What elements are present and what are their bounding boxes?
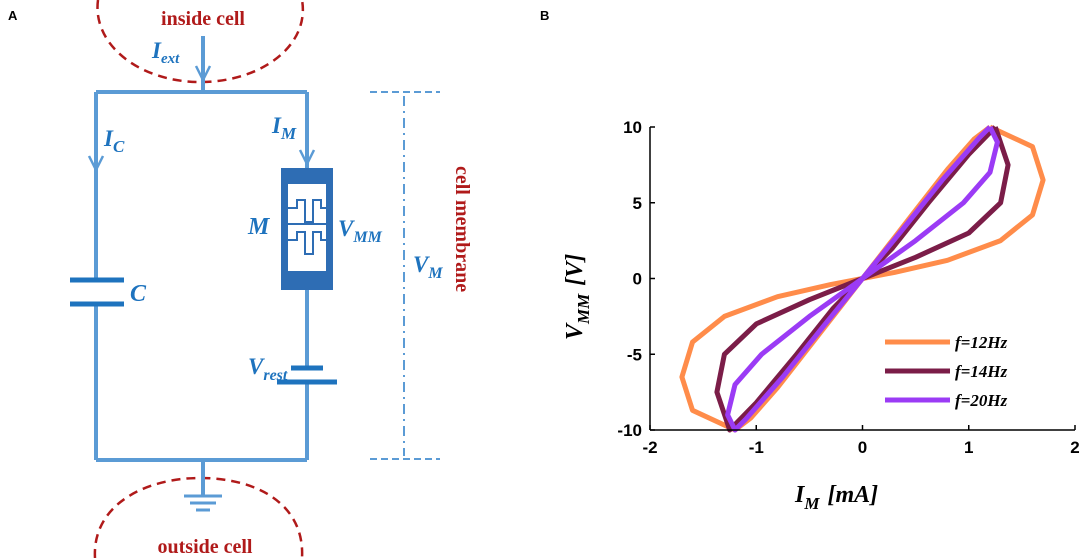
chart-legend: f=12Hz f=14Hz f=20Hz (885, 333, 1008, 410)
y-tick-label: 5 (633, 194, 642, 213)
x-tick-label: 1 (964, 438, 973, 457)
v-rest-label: Vrest (248, 354, 288, 384)
circuit-diagram: inside cell outside cell (70, 0, 473, 558)
battery-symbol (277, 365, 337, 385)
memristor-symbol (281, 168, 333, 290)
x-tick-label: -2 (642, 438, 657, 457)
inside-cell-label: inside cell (161, 8, 245, 30)
capacitor-symbol (70, 277, 124, 307)
v-mm-label: VMM (338, 216, 383, 246)
y-tick-label: 0 (633, 270, 642, 289)
series-line-3 (725, 125, 1000, 433)
i-c-arrow (87, 155, 105, 173)
y-axis-title: VMM[V] (562, 254, 593, 340)
x-axis-title: IM[mA] (794, 482, 878, 513)
x-tick-label: 2 (1070, 438, 1079, 457)
y-tick-label: 10 (623, 118, 642, 137)
series-line-2 (714, 125, 1011, 433)
inside-cell-arc (96, 0, 305, 84)
legend-label-1: f=12Hz (955, 333, 1008, 352)
i-m-label: IM (271, 113, 297, 143)
i-c-label: IC (103, 126, 125, 156)
legend-label-2: f=14Hz (955, 362, 1008, 381)
cell-membrane-label: cell membrane (451, 166, 473, 292)
series-line-1 (679, 124, 1046, 433)
y-tick-label: -10 (617, 421, 642, 440)
x-axis-ticks: -2 -1 0 1 2 (642, 425, 1080, 457)
circuit-wires (94, 36, 309, 496)
y-axis-ticks: 10 5 0 -5 -10 (617, 118, 655, 440)
outside-cell-label: outside cell (158, 536, 253, 558)
legend-label-3: f=20Hz (955, 391, 1008, 410)
i-ext-arrow (194, 65, 212, 83)
v-m-label: VM (413, 252, 443, 282)
panel-b-letter: B (540, 8, 550, 23)
x-tick-label: 0 (858, 438, 867, 457)
capacitor-label: C (130, 281, 147, 307)
y-tick-label: -5 (627, 345, 642, 364)
plot-frame (649, 127, 1075, 431)
memristor-label: M (247, 214, 271, 240)
x-tick-label: -1 (749, 438, 764, 457)
plot-lines (679, 124, 1046, 433)
i-ext-label: Iext (151, 38, 180, 67)
membrane-bracket (370, 91, 440, 460)
i-m-arrow (298, 149, 316, 167)
panel-a-letter: A (8, 8, 18, 23)
ground-icon (184, 494, 222, 512)
